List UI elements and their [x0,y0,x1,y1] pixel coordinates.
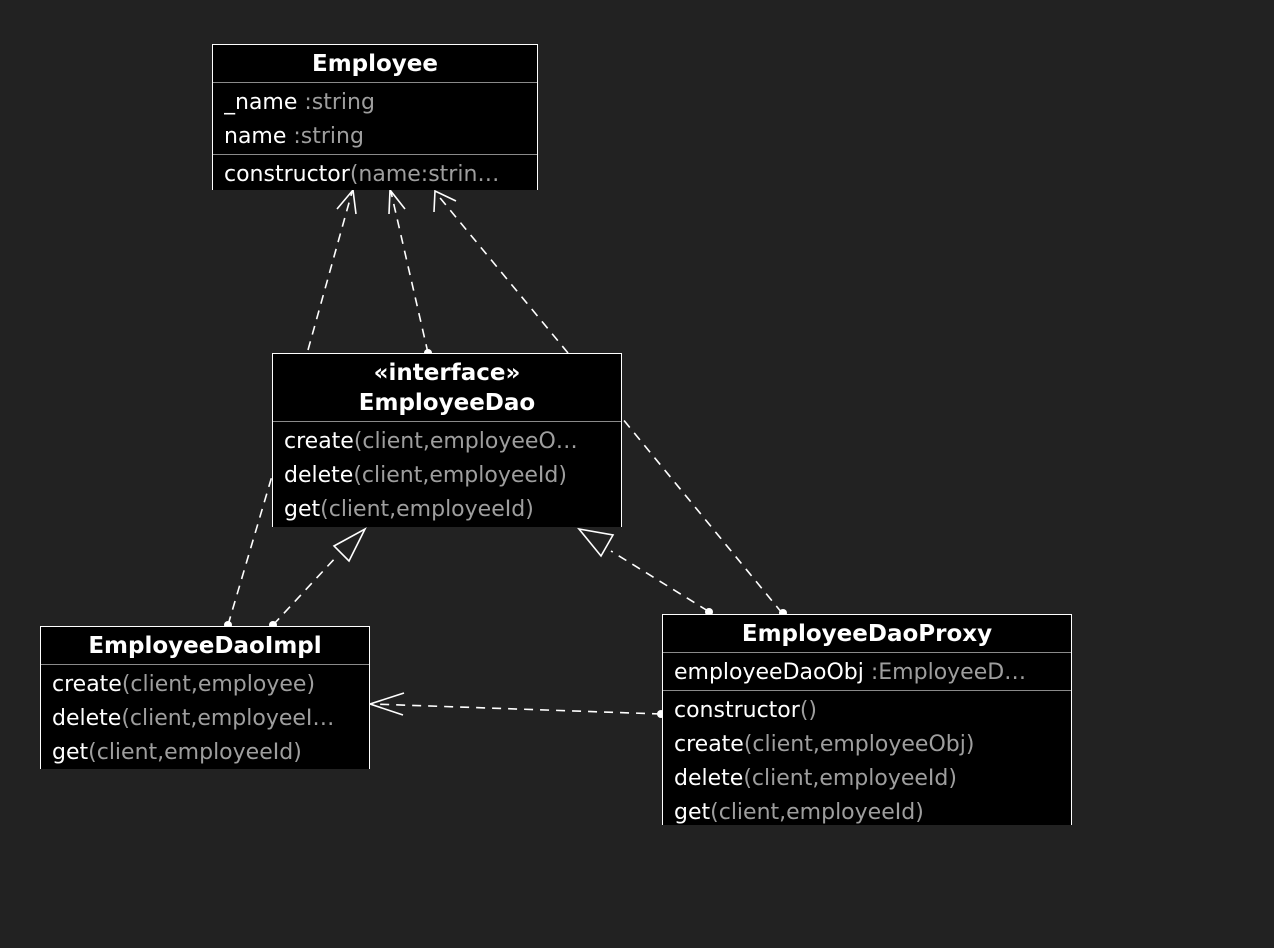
method-params: (client,employeeId) [743,766,957,791]
class-header: EmployeeDaoProxy [663,615,1071,652]
class-name: Employee [311,51,439,77]
method-row: create(client,employee) [52,668,358,702]
method-row: get(client,employeeId) [284,493,610,527]
class-employee[interactable]: Employee _name :string name :string cons… [212,44,538,190]
class-stereotype: «interface» [373,360,521,386]
method-name: delete [52,706,122,731]
attribute-type: :string [286,124,364,149]
method-name: constructor [674,698,800,723]
method-name: constructor [224,162,350,187]
class-header: Employee [213,45,537,82]
method-name: get [284,497,321,522]
method-row: delete(client,employeeI… [52,702,358,736]
method-name: create [284,429,354,454]
class-employee-dao-impl[interactable]: EmployeeDaoImpl create(client,employee) … [40,626,370,769]
methods-section: constructor() create(client,employeeObj)… [663,690,1071,825]
method-row: create(client,employeeO… [284,425,610,459]
dependency-line-proxy-to-impl [371,703,662,715]
realization-triangle-icon [577,527,615,558]
method-params: (client,employeeI… [121,706,335,731]
open-arrowhead-icon [367,692,405,716]
method-params: (name:strin… [349,162,500,187]
realization-line-impl-to-dao [272,554,339,626]
class-name: EmployeeDao [358,390,536,416]
dependency-line-proxy-to-employee [435,192,783,614]
class-employee-dao-proxy[interactable]: EmployeeDaoProxy employeeDaoObj :Employe… [662,614,1072,825]
method-params: (client,employee) [121,672,316,697]
method-params: (client,employeeId) [320,497,534,522]
attribute-type: :string [297,90,375,115]
dependency-line-dao-to-employee [390,191,429,354]
method-row: constructor() [674,694,1060,728]
attribute-row: employeeDaoObj :EmployeeD… [674,656,1060,690]
method-params: (client,employeeId) [710,800,924,825]
attributes-section: _name :string name :string [213,82,537,154]
open-arrowhead-icon [336,188,357,215]
class-header: «interface» EmployeeDao [273,354,621,421]
method-row: create(client,employeeObj) [674,728,1060,762]
method-params: () [799,698,817,723]
method-name: create [52,672,122,697]
methods-section: create(client,employeeO… delete(client,e… [273,421,621,527]
attribute-name: _name [224,90,298,115]
attribute-row: _name :string [224,86,526,120]
class-name: EmployeeDaoImpl [88,633,322,659]
method-row: constructor(name:strin… [224,158,526,190]
method-name: get [52,740,89,765]
open-arrowhead-icon [433,189,457,213]
open-arrowhead-icon [388,187,406,215]
dependency-line-impl-to-employee [227,191,353,626]
method-params: (client,employeeObj) [743,732,975,757]
method-name: get [674,800,711,825]
attribute-name: employeeDaoObj [674,660,864,685]
methods-section: create(client,employee) delete(client,em… [41,664,369,769]
class-employee-dao[interactable]: «interface» EmployeeDao create(client,em… [272,353,622,527]
methods-section: constructor(name:strin… [213,154,537,190]
attribute-name: name [224,124,287,149]
method-row: get(client,employeeId) [52,736,358,769]
method-params: (client,employeeId) [88,740,302,765]
realization-triangle-icon [332,527,367,563]
method-row: delete(client,employeeId) [284,459,610,493]
realization-line-proxy-to-dao [610,550,709,612]
method-params: (client,employeeId) [353,463,567,488]
method-name: delete [284,463,354,488]
class-name: EmployeeDaoProxy [741,621,993,647]
class-header: EmployeeDaoImpl [41,627,369,664]
attribute-type: :EmployeeD… [863,660,1027,685]
method-row: get(client,employeeId) [674,796,1060,825]
method-row: delete(client,employeeId) [674,762,1060,796]
method-name: delete [674,766,744,791]
method-name: create [674,732,744,757]
method-params: (client,employeeO… [353,429,578,454]
attribute-row: name :string [224,120,526,154]
attributes-section: employeeDaoObj :EmployeeD… [663,652,1071,690]
